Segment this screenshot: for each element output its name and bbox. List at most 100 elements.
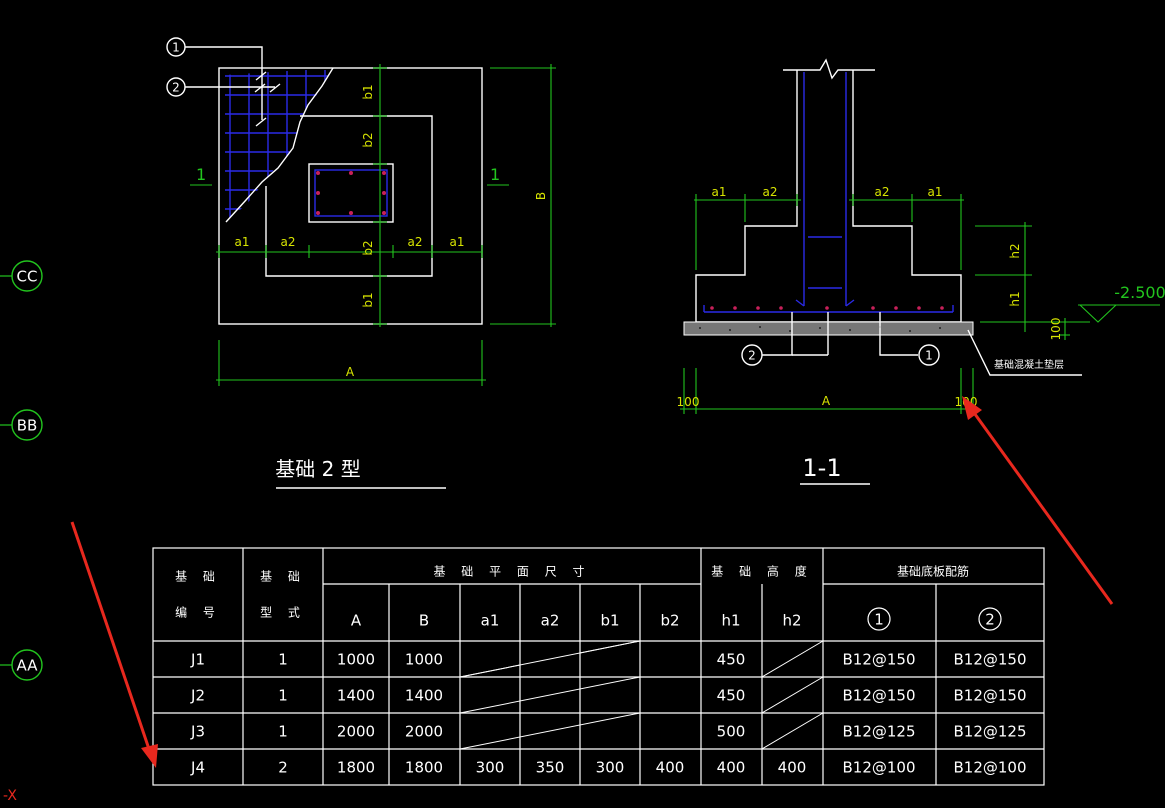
svg-text:1: 1 (490, 165, 500, 184)
svg-text:1400: 1400 (337, 687, 375, 705)
table-row: J3 1 2000 2000 500 B12@125 B12@125 (190, 723, 1026, 741)
section-dim-a2-left: a2 (763, 185, 778, 199)
svg-text:500: 500 (717, 723, 746, 741)
plan-view: 1 2 1 1 a1 (166, 37, 556, 489)
svg-text:B12@125: B12@125 (953, 723, 1026, 741)
plan-dim-b1-top: b1 (361, 84, 375, 99)
plan-callout-2[interactable]: 2 (166, 77, 281, 97)
th-h1: h1 (721, 612, 740, 630)
svg-text:1000: 1000 (337, 651, 375, 669)
svg-text:基础混凝土垫层: 基础混凝土垫层 (994, 358, 1064, 371)
plan-dim-a2-left: a2 (281, 235, 296, 249)
svg-text:J4: J4 (190, 759, 205, 777)
svg-text:400: 400 (717, 759, 746, 777)
axis-marker-a[interactable]: AA (0, 649, 43, 681)
svg-text:J3: J3 (190, 723, 205, 741)
svg-text:2: 2 (278, 759, 288, 777)
th-b2: b2 (660, 612, 679, 630)
th-rebar-2: 2 (985, 611, 995, 629)
svg-text:J1: J1 (190, 651, 205, 669)
section-view: a1 a2 a2 a1 h2 h1 100 -2.500 (677, 58, 1165, 485)
svg-text:1800: 1800 (405, 759, 443, 777)
section-rebar (703, 72, 954, 313)
axis-markers: CC BB AA -X (0, 260, 43, 804)
svg-text:2000: 2000 (405, 723, 443, 741)
svg-text:300: 300 (476, 759, 505, 777)
svg-text:B12@150: B12@150 (842, 687, 915, 705)
svg-text:1: 1 (278, 687, 288, 705)
section-title: 1-1 (802, 454, 841, 482)
svg-text:400: 400 (656, 759, 685, 777)
plan-column (308, 163, 394, 223)
axis-marker-b[interactable]: BB (0, 409, 43, 441)
section-callout-2-label: 2 (748, 349, 756, 363)
plan-dim-A: A (346, 365, 355, 379)
th-type-line2: 型 式 (260, 606, 306, 620)
section-callout-1-label: 1 (925, 349, 933, 363)
axis-label-a: AA (17, 657, 39, 675)
section-dim-a1-left: a1 (712, 185, 727, 199)
th-id-line2: 编 号 (175, 605, 221, 620)
table-row: J1 1 1000 1000 450 B12@150 B12@150 (190, 651, 1026, 669)
plan-break-line (225, 67, 334, 223)
plan-dim-a1-left: a1 (235, 235, 250, 249)
section-callout-2[interactable]: 2 (741, 312, 829, 366)
section-dims-bottom: 100 A 100 (677, 368, 977, 414)
section-dims-top: a1 a2 a2 a1 (694, 185, 964, 270)
svg-text:1000: 1000 (405, 651, 443, 669)
annotation-arrows (70, 396, 1114, 768)
th-B: B (419, 612, 429, 630)
section-pad-note: 基础混凝土垫层 (967, 329, 1082, 376)
section-dims-right: h2 h1 100 (975, 222, 1090, 340)
plan-dim-b2-top: b2 (361, 132, 375, 147)
section-elevation-label: -2.500 (1114, 283, 1165, 302)
th-h2: h2 (782, 612, 801, 630)
section-dim-A: A (822, 394, 831, 408)
svg-text:1400: 1400 (405, 687, 443, 705)
plan-section-mark-right: 1 (487, 165, 509, 186)
th-a2: a2 (541, 612, 560, 630)
section-dim-pad: 100 (1049, 318, 1063, 341)
section-dim-a1-right: a1 (928, 185, 943, 199)
table-row: J4 2 1800 1800 300 350 300 400 400 400 B… (190, 759, 1026, 777)
red-arrow-right (970, 409, 1114, 605)
th-id-line1: 基 础 (175, 570, 221, 584)
table-empty-diagonals (459, 640, 824, 750)
svg-text:400: 400 (778, 759, 807, 777)
plan-dim-b1-bottom: b1 (361, 292, 375, 307)
section-elevation-mark: -2.500 (1078, 283, 1165, 323)
axis-label-b: BB (17, 417, 38, 435)
svg-text:1: 1 (196, 165, 206, 184)
svg-text:350: 350 (536, 759, 565, 777)
plan-section-mark-left: 1 (190, 165, 212, 186)
axis-marker-c[interactable]: CC (0, 260, 43, 292)
plan-dim-a1-right: a1 (450, 235, 465, 249)
svg-text:B12@150: B12@150 (953, 651, 1026, 669)
section-dim-h2: h2 (1008, 243, 1022, 258)
axis-label-c: CC (17, 268, 38, 286)
th-plan-size: 基 础 平 面 尺 寸 (433, 565, 590, 579)
plan-rebar-grid (225, 70, 333, 222)
axis-corner-label: -X (3, 788, 17, 804)
svg-text:B12@150: B12@150 (842, 651, 915, 669)
section-callout-1[interactable]: 1 (879, 312, 940, 366)
svg-text:J2: J2 (190, 687, 205, 705)
th-type-line1: 基 础 (260, 570, 306, 584)
svg-text:B12@125: B12@125 (842, 723, 915, 741)
th-rebar-1: 1 (874, 611, 884, 629)
svg-text:1: 1 (278, 723, 288, 741)
section-dim-cover-left: 100 (677, 395, 700, 409)
svg-text:2000: 2000 (337, 723, 375, 741)
foundation-table: 基 础 编 号 基 础 型 式 基 础 平 面 尺 寸 基 础 高 度 基础底板… (152, 547, 1045, 786)
section-column-break (783, 58, 875, 80)
plan-callout-1[interactable]: 1 (166, 37, 267, 127)
section-dim-h1: h1 (1008, 291, 1022, 306)
plan-outer-footing (218, 67, 483, 325)
plan-dim-a2-right: a2 (408, 235, 423, 249)
svg-text:450: 450 (717, 651, 746, 669)
plan-dims-horizontal: a1 a2 a2 a1 A (216, 235, 486, 386)
plan-title: 基础 2 型 (275, 457, 360, 481)
th-rebar: 基础底板配筋 (897, 564, 969, 579)
plan-dim-B: B (534, 192, 548, 200)
svg-text:B12@100: B12@100 (842, 759, 915, 777)
